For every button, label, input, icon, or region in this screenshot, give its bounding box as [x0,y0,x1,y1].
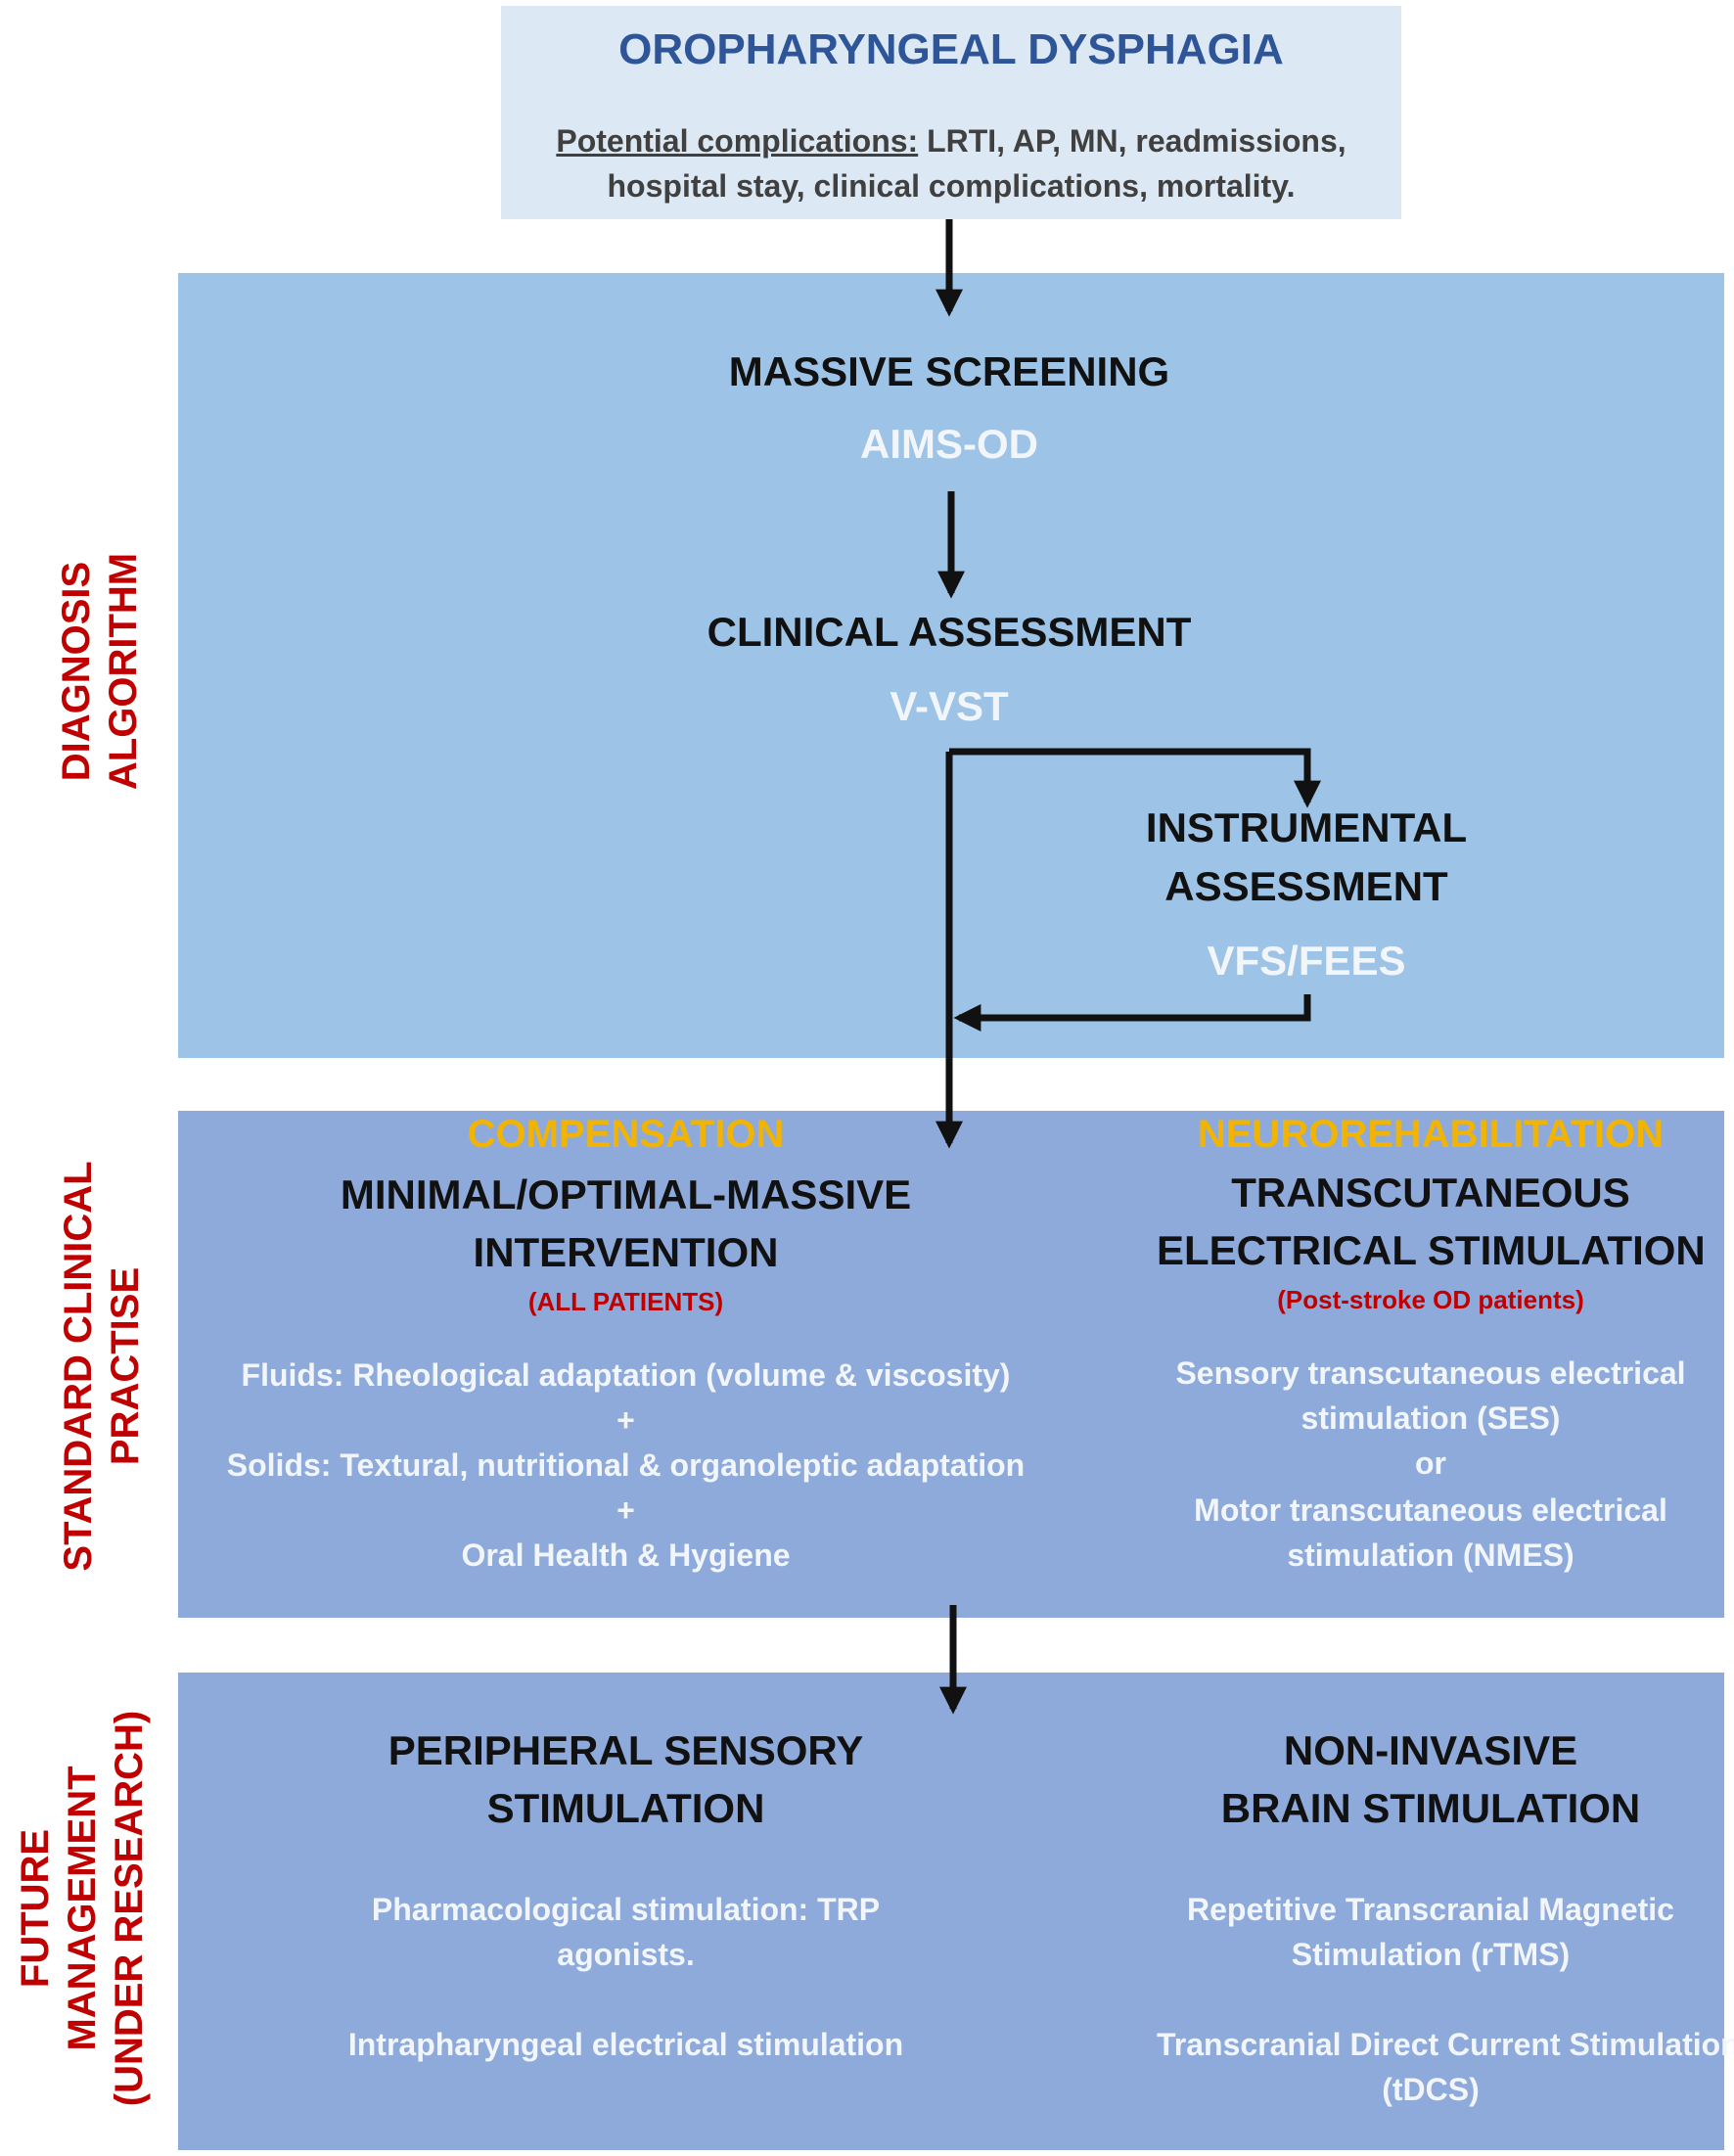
compensation-item-fluids: Fluids: Rheological adaptation (volume &… [241,1357,1011,1393]
future-panel: PERIPHERAL SENSORY STIMULATION Pharmacol… [178,1673,1734,2150]
peripheral-title-2: STIMULATION [486,1785,765,1831]
complications-line-2: hospital stay, clinical complications, m… [607,168,1296,204]
brain-item-rtms-1: Repetitive Transcranial Magnetic [1187,1892,1674,1927]
peripheral-column: PERIPHERAL SENSORY STIMULATION Pharmacol… [178,1673,1073,2150]
neurorehab-item-ses-2: stimulation (SES) [1300,1400,1561,1436]
side-label-future: FUTURE MANAGEMENT (UNDER RESEARCH) [12,1711,153,2106]
instrumental-title-1: INSTRUMENTAL [1145,804,1468,850]
side-label-future-line-2: MANAGEMENT [61,1766,104,2051]
neurorehab-item-nmes-2: stimulation (NMES) [1287,1537,1574,1573]
compensation-item-oral: Oral Health & Hygiene [461,1537,791,1573]
complications-label: Potential complications: [556,123,919,159]
neurorehab-item-or: or [1415,1445,1446,1481]
side-label-standard: STANDARD CLINICAL PRACTISE [55,1161,149,1571]
side-label-diagnosis-line-2: ALGORITHM [102,552,145,791]
screening-title: MASSIVE SCREENING [728,348,1170,394]
brain-item-tdcs-1: Transcranial Direct Current Stimulation [1157,2027,1734,2062]
standard-panel: COMPENSATION MINIMAL/OPTIMAL-MASSIVE INT… [178,1111,1724,1618]
screening-step: MASSIVE SCREENING AIMS-OD [656,348,1243,485]
complications-line-1: Potential complications: LRTI, AP, MN, r… [501,123,1401,160]
instrumental-title-2: ASSESSMENT [1164,863,1448,909]
top-box: OROPHARYNGEAL DYSPHAGIA Potential compli… [501,6,1401,219]
peripheral-item-electrical: Intrapharyngeal electrical stimulation [347,2027,904,2062]
instrumental-tool: VFS/FEES [1207,938,1406,984]
brain-item-rtms-2: Stimulation (rTMS) [1291,1937,1571,1972]
neurorehab-column: NEUROREHABILITATION TRANSCUTANEOUS ELECT… [1157,1111,1706,1618]
side-label-standard-line-1: STANDARD CLINICAL [57,1161,100,1572]
brain-item-tdcs-2: (tDCS) [1382,2072,1480,2107]
compensation-audience: (ALL PATIENTS) [527,1287,724,1316]
clinical-title: CLINICAL ASSESSMENT [707,609,1192,655]
brain-column: NON-INVASIVE BRAIN STIMULATION Repetitiv… [1157,1673,1734,2150]
peripheral-item-trp-1: Pharmacological stimulation: TRP [371,1892,881,1927]
compensation-header: COMPENSATION [467,1113,785,1156]
neurorehab-title-2: ELECTRICAL STIMULATION [1157,1227,1706,1273]
compensation-title-1: MINIMAL/OPTIMAL-MASSIVE [340,1171,912,1217]
brain-title-2: BRAIN STIMULATION [1220,1785,1641,1831]
complications-text: LRTI, AP, MN, readmissions, [918,123,1346,159]
compensation-title-2: INTERVENTION [473,1229,779,1275]
clinical-tool: V-VST [890,683,1009,729]
compensation-item-plus-1: + [616,1402,635,1438]
clinical-step: CLINICAL ASSESSMENT V-VST [656,609,1243,746]
neurorehab-item-ses-1: Sensory transcutaneous electrical [1175,1355,1686,1391]
side-label-diagnosis: DIAGNOSIS ALGORITHM [53,553,147,790]
neurorehab-title-1: TRANSCUTANEOUS [1231,1170,1630,1216]
peripheral-item-trp-2: agonists. [557,1937,695,1972]
instrumental-step: INSTRUMENTAL ASSESSMENT VFS/FEES [1013,804,1600,1000]
compensation-item-solids: Solids: Textural, nutritional & organole… [226,1447,1026,1483]
side-label-diagnosis-line-1: DIAGNOSIS [55,561,98,782]
screening-tool: AIMS-OD [860,421,1038,467]
top-title: OROPHARYNGEAL DYSPHAGIA [618,25,1284,73]
side-label-standard-line-2: PRACTISE [104,1266,147,1466]
compensation-item-plus-2: + [616,1492,635,1528]
compensation-column: COMPENSATION MINIMAL/OPTIMAL-MASSIVE INT… [178,1111,1073,1618]
neurorehab-audience: (Post-stroke OD patients) [1277,1285,1584,1314]
neurorehab-item-nmes-1: Motor transcutaneous electrical [1194,1492,1667,1528]
side-label-future-line-1: FUTURE [14,1828,57,1989]
side-label-future-line-3: (UNDER RESEARCH) [108,1710,151,2107]
neurorehab-header: NEUROREHABILITATION [1197,1113,1665,1156]
peripheral-title-1: PERIPHERAL SENSORY [388,1727,864,1773]
brain-title-1: NON-INVASIVE [1283,1727,1578,1773]
